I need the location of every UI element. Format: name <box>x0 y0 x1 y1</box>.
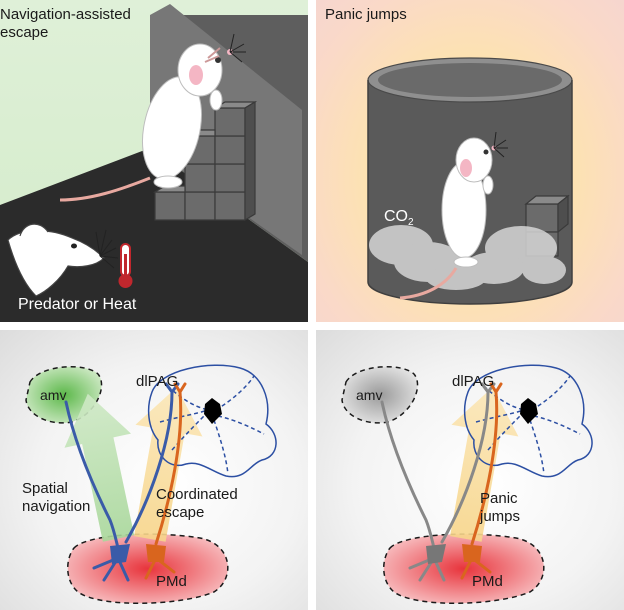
mouse-icon <box>399 131 508 300</box>
navigation-escape-title: Navigation-assisted escape <box>0 6 131 41</box>
stairs-icon <box>152 100 258 222</box>
pag-outline <box>463 364 593 478</box>
co2-text: CO <box>384 208 408 225</box>
panic-jumps-panel: Panic jumps CO2 <box>316 0 624 322</box>
panic-circuit-diagram: amv dlPAG PMd <box>341 364 593 604</box>
gas-cloud-icon <box>369 225 566 290</box>
navigation-circuit-diagram: amv dlPAG PMd <box>25 364 277 604</box>
rat-head-icon <box>7 223 119 297</box>
gray-neuron-soma <box>426 544 446 564</box>
coordinated-escape-label: Coordinated escape <box>156 486 238 521</box>
co2-subscript: 2 <box>408 217 414 229</box>
amv-region <box>341 365 419 424</box>
panic-circuit-panel: amv dlPAG PMd Panic jumps <box>316 330 624 610</box>
blue-neuron-soma <box>110 544 130 564</box>
pmd-label: PMd <box>156 573 187 590</box>
threat-label: Predator or Heat <box>18 296 137 313</box>
navigation-escape-panel: Navigation-assisted escape Predator or H… <box>0 0 308 322</box>
spatial-navigation-arrow <box>64 393 135 542</box>
spatial-navigation-label: Spatial navigation <box>22 480 91 515</box>
thermometer-icon <box>118 243 133 288</box>
navigation-circuit-panel: amv dlPAG PMd Spatial navigation Coordin… <box>0 330 308 610</box>
dlpag-label: dlPAG <box>136 373 178 390</box>
arena-floor <box>0 148 308 322</box>
orange-neuron-soma <box>462 544 482 562</box>
aqueduct-icon <box>520 398 538 424</box>
pag-outline <box>147 364 277 478</box>
pmd-label: PMd <box>472 573 503 590</box>
amv-label: amv <box>40 387 66 403</box>
panic-jumps-label: Panic jumps <box>480 490 521 525</box>
amv-label: amv <box>356 387 382 403</box>
aqueduct-icon <box>204 398 222 424</box>
panic-scene <box>367 57 573 305</box>
mouse-icon <box>59 33 246 202</box>
orange-neuron-soma <box>146 544 166 562</box>
navigation-scene <box>0 4 308 322</box>
co2-label: CO2 <box>384 208 414 232</box>
dlpag-label: dlPAG <box>452 373 494 390</box>
panic-jumps-title: Panic jumps <box>325 6 407 23</box>
